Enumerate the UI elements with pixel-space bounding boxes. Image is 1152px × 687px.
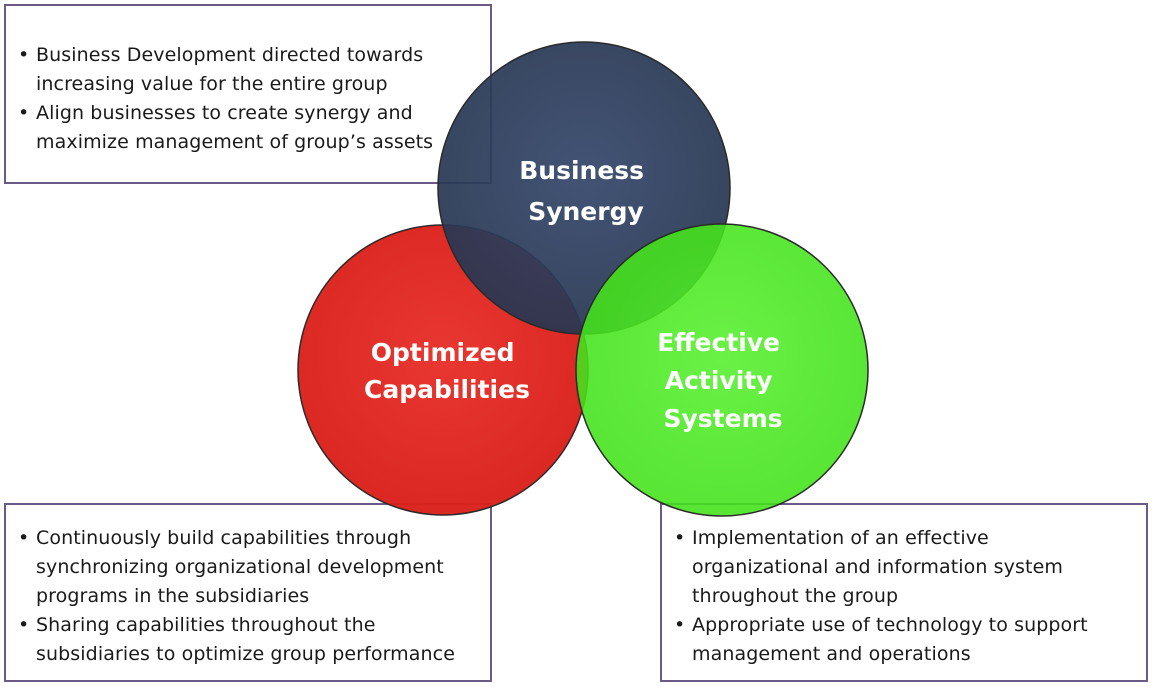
business-synergy-bullet: • Business Development directed towards … (16, 41, 490, 99)
label-line: Capabilities (364, 375, 530, 404)
business-synergy-label: Business Synergy (519, 156, 653, 226)
bullet-dot: • (674, 614, 686, 636)
bullet-line: Align businesses to create synergy and (36, 102, 413, 124)
bullet-line: management and operations (692, 643, 971, 665)
optimized-capabilities-label: Optimized Capabilities (364, 338, 530, 404)
label-line: Effective (657, 328, 780, 357)
bullet-dot: • (18, 44, 30, 66)
bullet-line: Sharing capabilities throughout the (36, 614, 376, 636)
business-synergy-bullet: • Align businesses to create synergy and… (16, 99, 490, 157)
bullet-line: Continuously build capabilities through (36, 527, 412, 549)
bullet-dot: • (674, 527, 686, 549)
effective-activity-systems-box: • Implementation of an effective organiz… (660, 503, 1148, 682)
bullet-line: organizational and information system (692, 556, 1063, 578)
bullet-line: subsidiaries to optimize group performan… (36, 643, 455, 665)
label-line: Activity (665, 366, 773, 395)
label-line: Synergy (528, 197, 644, 226)
effective-activity-systems-label: Effective Activity Systems (657, 328, 789, 433)
label-line: Business (519, 156, 644, 185)
effective-activity-systems-bullet: • Implementation of an effective organiz… (672, 524, 1146, 611)
bullet-dot: • (18, 102, 30, 124)
label-line: Systems (663, 404, 782, 433)
effective-activity-systems-bullet: • Appropriate use of technology to suppo… (672, 611, 1146, 669)
optimized-capabilities-bullet: • Sharing capabilities throughout the su… (16, 611, 490, 669)
bullet-dot: • (18, 527, 30, 549)
bullet-dot: • (18, 614, 30, 636)
bullet-line: maximize management of group’s assets (36, 131, 434, 153)
bullet-line: increasing value for the entire group (36, 73, 388, 95)
optimized-capabilities-bullet: • Continuously build capabilities throug… (16, 524, 490, 611)
label-line: Optimized (371, 338, 515, 367)
optimized-capabilities-box: • Continuously build capabilities throug… (4, 503, 492, 682)
bullet-line: synchronizing organizational development (36, 556, 444, 578)
effective-activity-systems-circle (575, 223, 869, 517)
bullet-line: programs in the subsidiaries (36, 585, 310, 607)
bullet-line: Business Development directed towards (36, 44, 424, 66)
bullet-line: throughout the group (692, 585, 899, 607)
bullet-line: Implementation of an effective (692, 527, 989, 549)
bullet-line: Appropriate use of technology to support (692, 614, 1088, 636)
business-synergy-box: • Business Development directed towards … (4, 4, 492, 184)
